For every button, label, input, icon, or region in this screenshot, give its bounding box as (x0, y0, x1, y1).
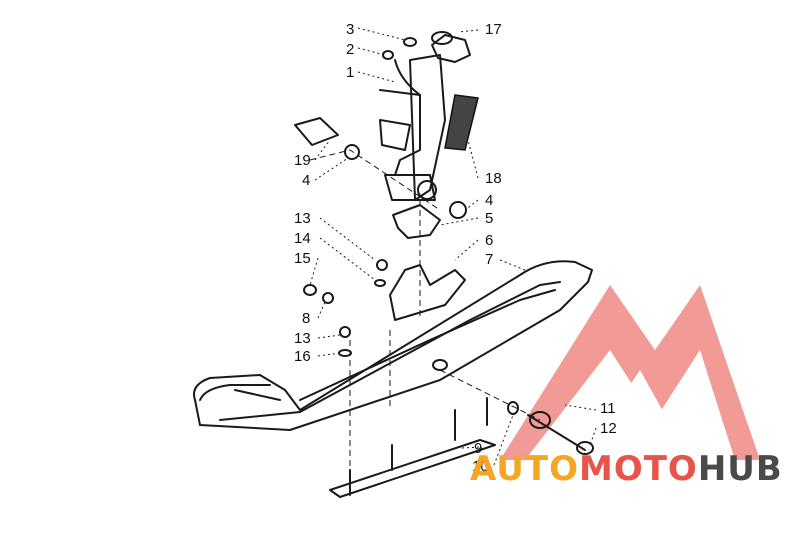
callout-10: 10 (472, 458, 489, 475)
callout-12: 12 (600, 420, 617, 437)
callout-4-right: 4 (485, 192, 494, 209)
callout-16: 16 (294, 348, 311, 365)
callout-6: 6 (485, 232, 494, 249)
callout-18: 18 (485, 170, 502, 187)
watermark-moto: MOTO (578, 449, 698, 489)
callout-7: 7 (485, 251, 494, 268)
callout-3: 3 (346, 21, 355, 38)
callout-14: 14 (294, 230, 311, 247)
traction-pad (444, 94, 479, 151)
callout-1: 1 (346, 64, 355, 81)
watermark-text: AUTOMOTOHUB (470, 452, 783, 486)
callout-5: 5 (485, 210, 494, 227)
watermark-auto: AUTO (470, 449, 579, 489)
watermark-hub: HUB (697, 449, 783, 489)
callout-11: 11 (600, 400, 616, 417)
callout-2: 2 (346, 41, 355, 58)
callout-15: 15 (294, 250, 311, 267)
cap (431, 34, 471, 63)
callout-9: 9 (474, 440, 483, 457)
callout-8: 8 (302, 310, 311, 327)
callout-17: 17 (485, 21, 502, 38)
callout-13-bottom: 13 (294, 330, 311, 347)
callout-19: 19 (294, 152, 311, 169)
watermark-logo (500, 285, 760, 460)
spindle (409, 54, 446, 201)
ski (193, 260, 593, 431)
callout-4-left: 4 (302, 172, 311, 189)
callout-13-top: 13 (294, 210, 311, 227)
wear-bar (329, 439, 496, 498)
